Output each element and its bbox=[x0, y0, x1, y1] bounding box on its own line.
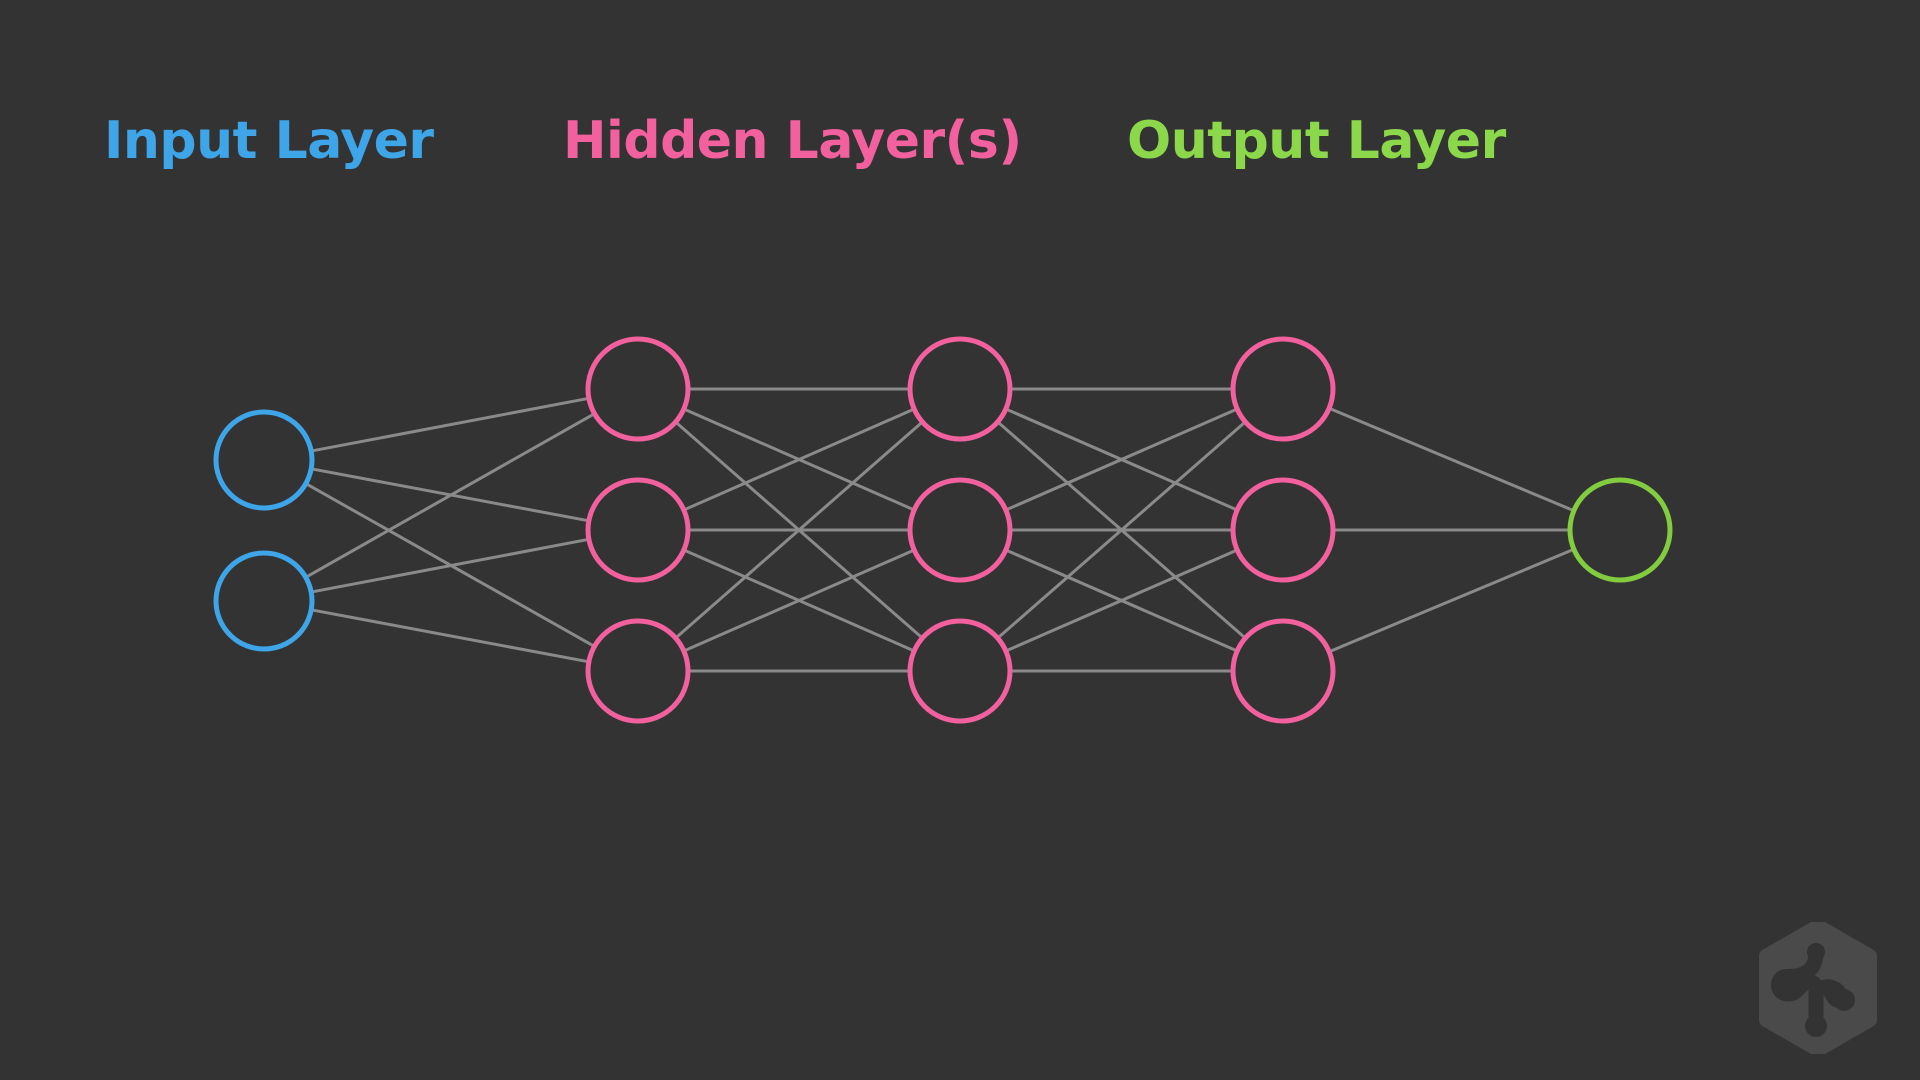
network-node-o1 bbox=[1567, 477, 1673, 583]
network-node-h2_2 bbox=[907, 477, 1013, 583]
connection-edges bbox=[304, 387, 1576, 673]
network-node-h2_1 bbox=[907, 336, 1013, 442]
network-node-i2 bbox=[213, 550, 315, 652]
connection-edge bbox=[1004, 407, 1239, 512]
connection-edge bbox=[996, 420, 1247, 640]
connection-edge bbox=[309, 537, 591, 594]
hidden-layer-label: Hidden Layer(s) bbox=[563, 111, 1022, 171]
network-node-h3_1 bbox=[1230, 336, 1336, 442]
input-layer-label: Input Layer bbox=[104, 111, 434, 171]
output-layer-label: Output Layer bbox=[1127, 111, 1506, 171]
connection-edge bbox=[309, 396, 591, 453]
connection-edge bbox=[1004, 548, 1239, 653]
treehouse-logo-icon bbox=[1759, 922, 1877, 1054]
connection-edge bbox=[304, 412, 597, 579]
connection-edge bbox=[309, 608, 591, 664]
network-node-h3_2 bbox=[1230, 477, 1336, 583]
network-node-h1_2 bbox=[585, 477, 691, 583]
connection-edge bbox=[682, 548, 916, 653]
network-node-h2_3 bbox=[907, 618, 1013, 724]
connection-edge bbox=[1327, 406, 1576, 513]
network-node-h1_1 bbox=[585, 336, 691, 442]
network-node-h1_3 bbox=[585, 618, 691, 724]
network-nodes bbox=[213, 336, 1673, 724]
connection-edge bbox=[682, 407, 916, 512]
connection-edge bbox=[1327, 547, 1576, 654]
network-node-h3_3 bbox=[1230, 618, 1336, 724]
network-node-i1 bbox=[213, 409, 315, 511]
connection-edge bbox=[674, 420, 924, 640]
